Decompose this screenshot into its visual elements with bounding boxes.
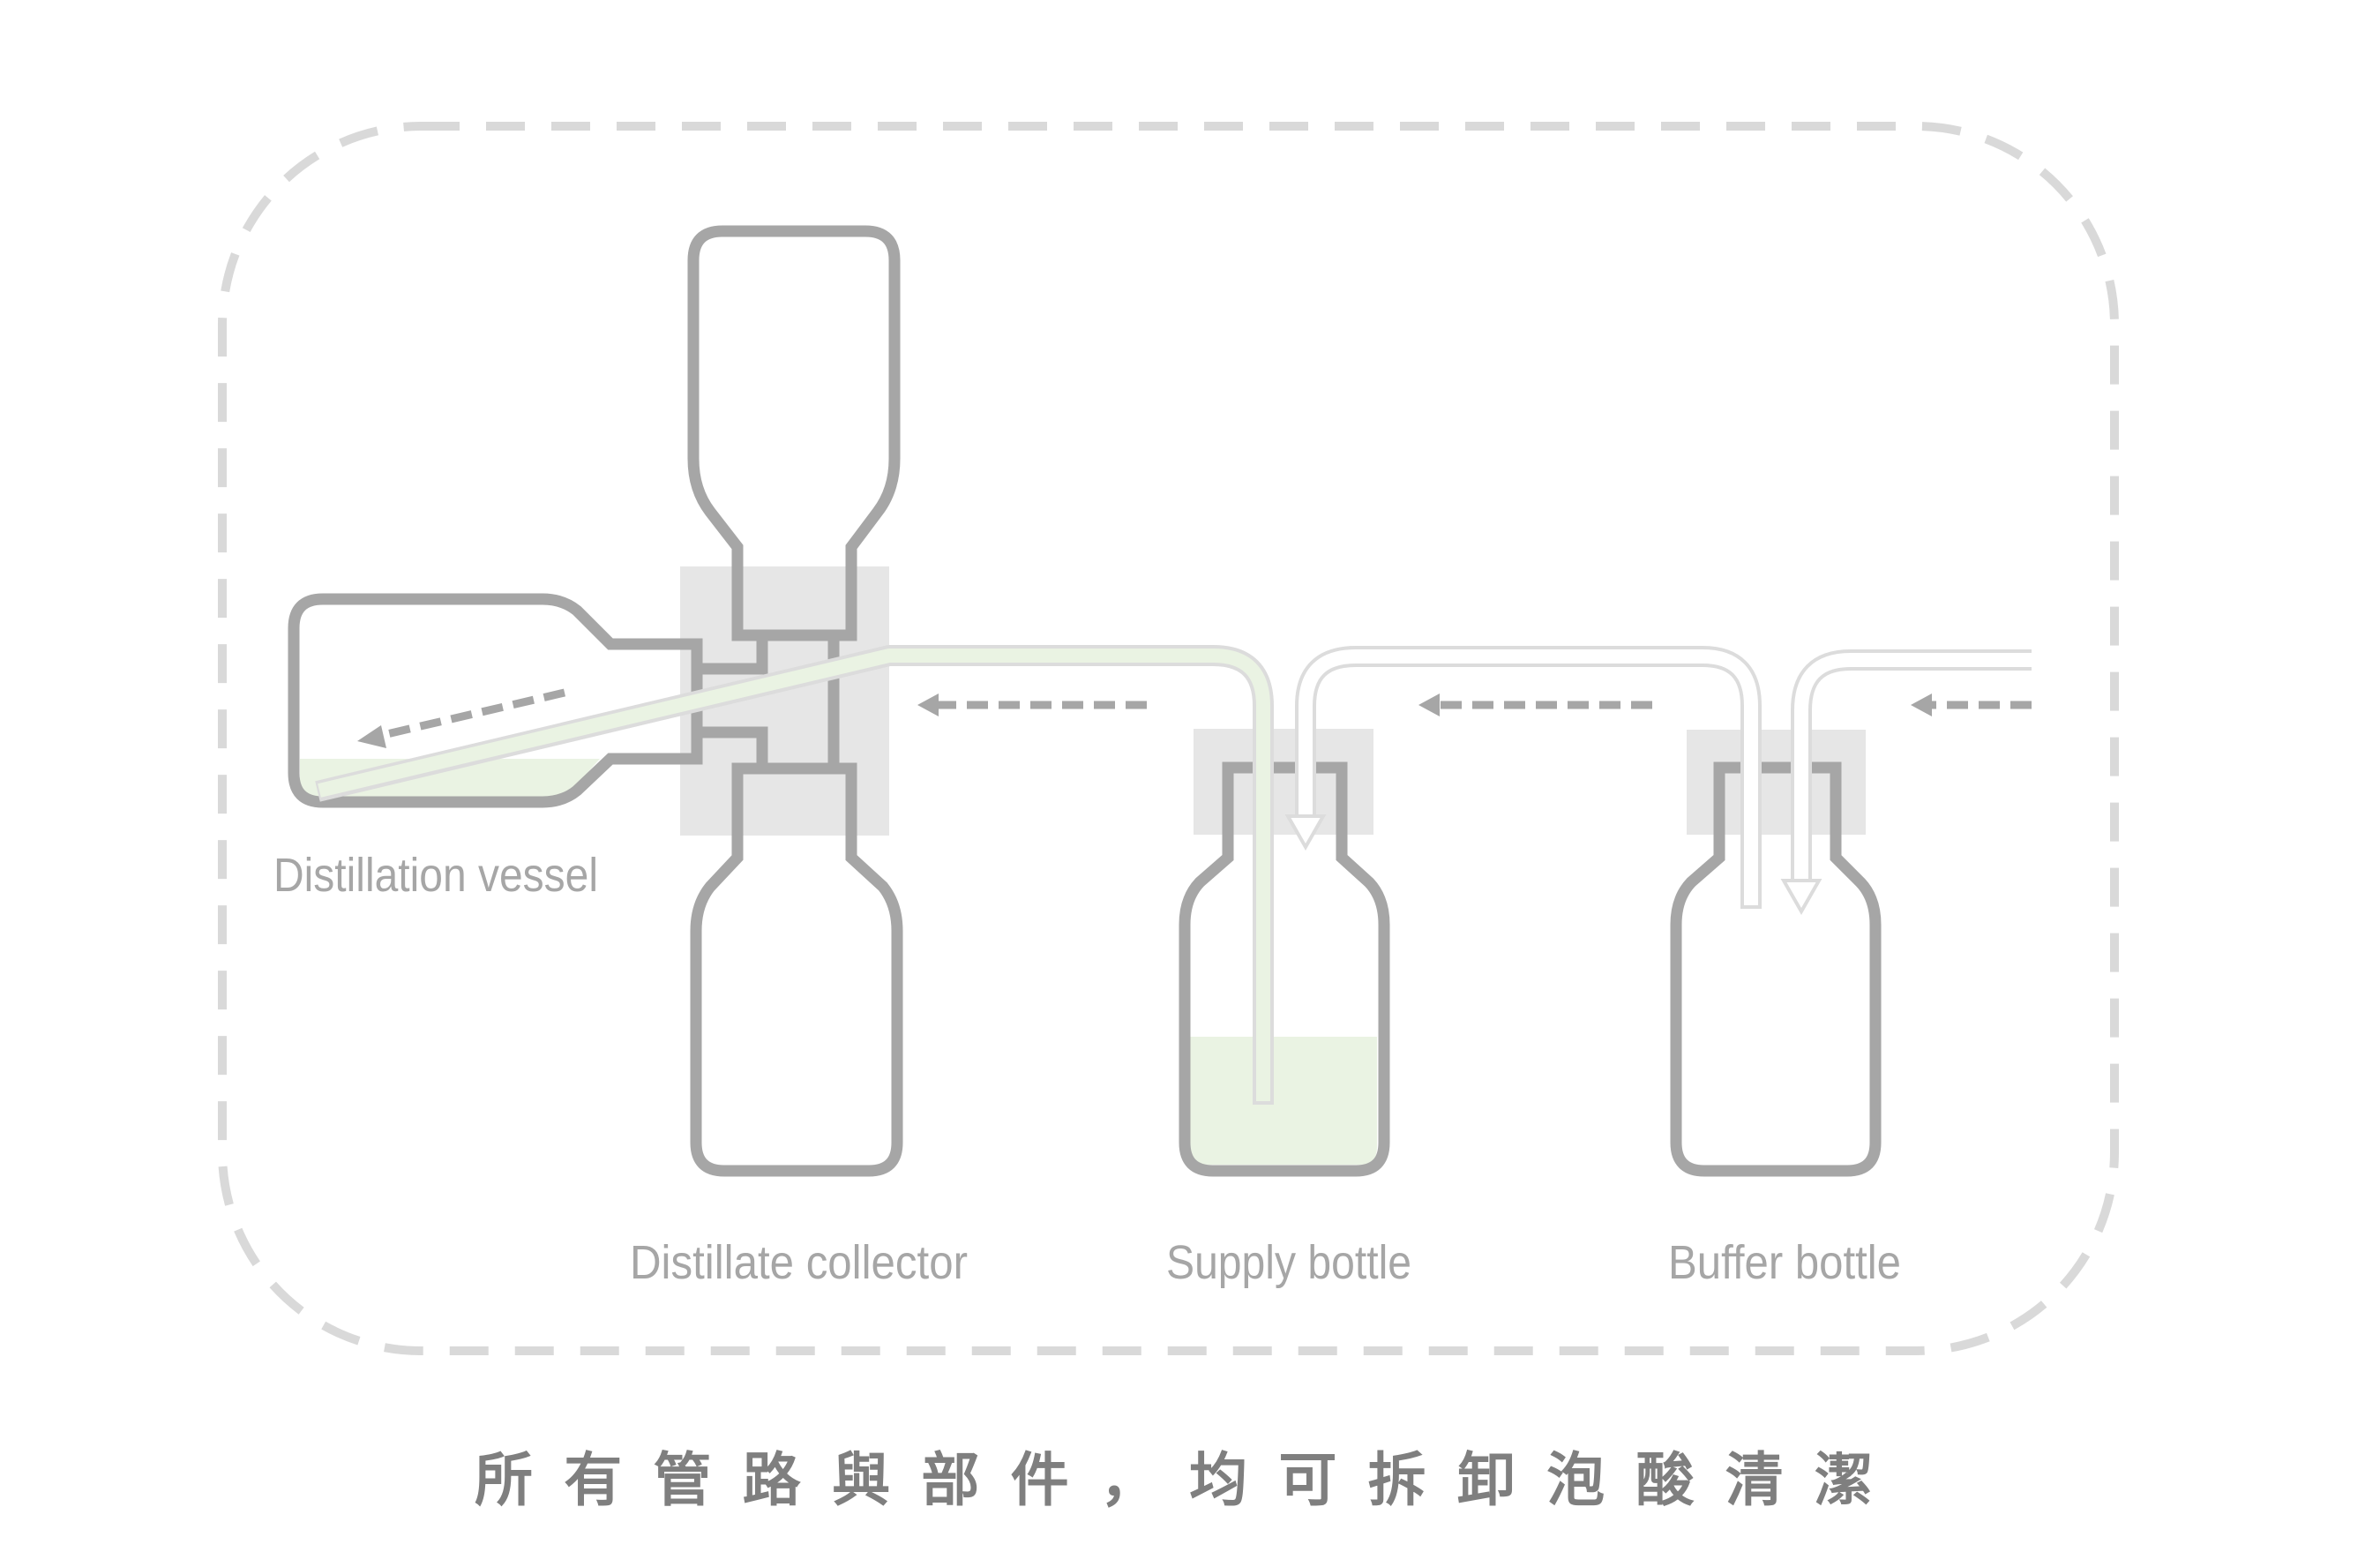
buffer-bottle (1670, 761, 1882, 1177)
supply-to-vessel-tube-fill (318, 649, 1270, 1101)
label-distillate-collector: Distillate collector (630, 1236, 968, 1289)
label-buffer-bottle: Buffer bottle (1668, 1236, 1901, 1289)
bottom-collector-bottle (690, 762, 903, 1177)
inlet-to-buffer-tube-fill (1794, 653, 2032, 884)
joint-connector-left (697, 635, 768, 763)
supply-inlet-arrowhead-icon (1284, 814, 1327, 851)
flow-arrowhead-icon (357, 725, 386, 748)
caption: 所 有 管 路 與 部 件 ， 均 可 拆 卸 泡 酸 清 潔 (475, 1446, 1873, 1514)
flow-arrowhead-icon (1418, 694, 1440, 716)
dashed-boundary (218, 122, 2119, 1355)
label-supply-bottle: Supply bottle (1166, 1236, 1411, 1289)
top-collector-bottle (687, 225, 901, 641)
flow-arrowhead-icon (917, 694, 939, 716)
label-distillation-vessel: Distillation vessel (273, 849, 598, 902)
supply-bottle (1179, 761, 1390, 1177)
distillation-vessel (288, 593, 703, 808)
flow-arrowhead-icon (1911, 694, 1932, 716)
buffer-inlet-arrowhead-icon (1780, 879, 1822, 916)
buffer-to-supply-tube-fill (1299, 649, 1758, 905)
supply-bottle-liquid (1190, 1037, 1377, 1165)
